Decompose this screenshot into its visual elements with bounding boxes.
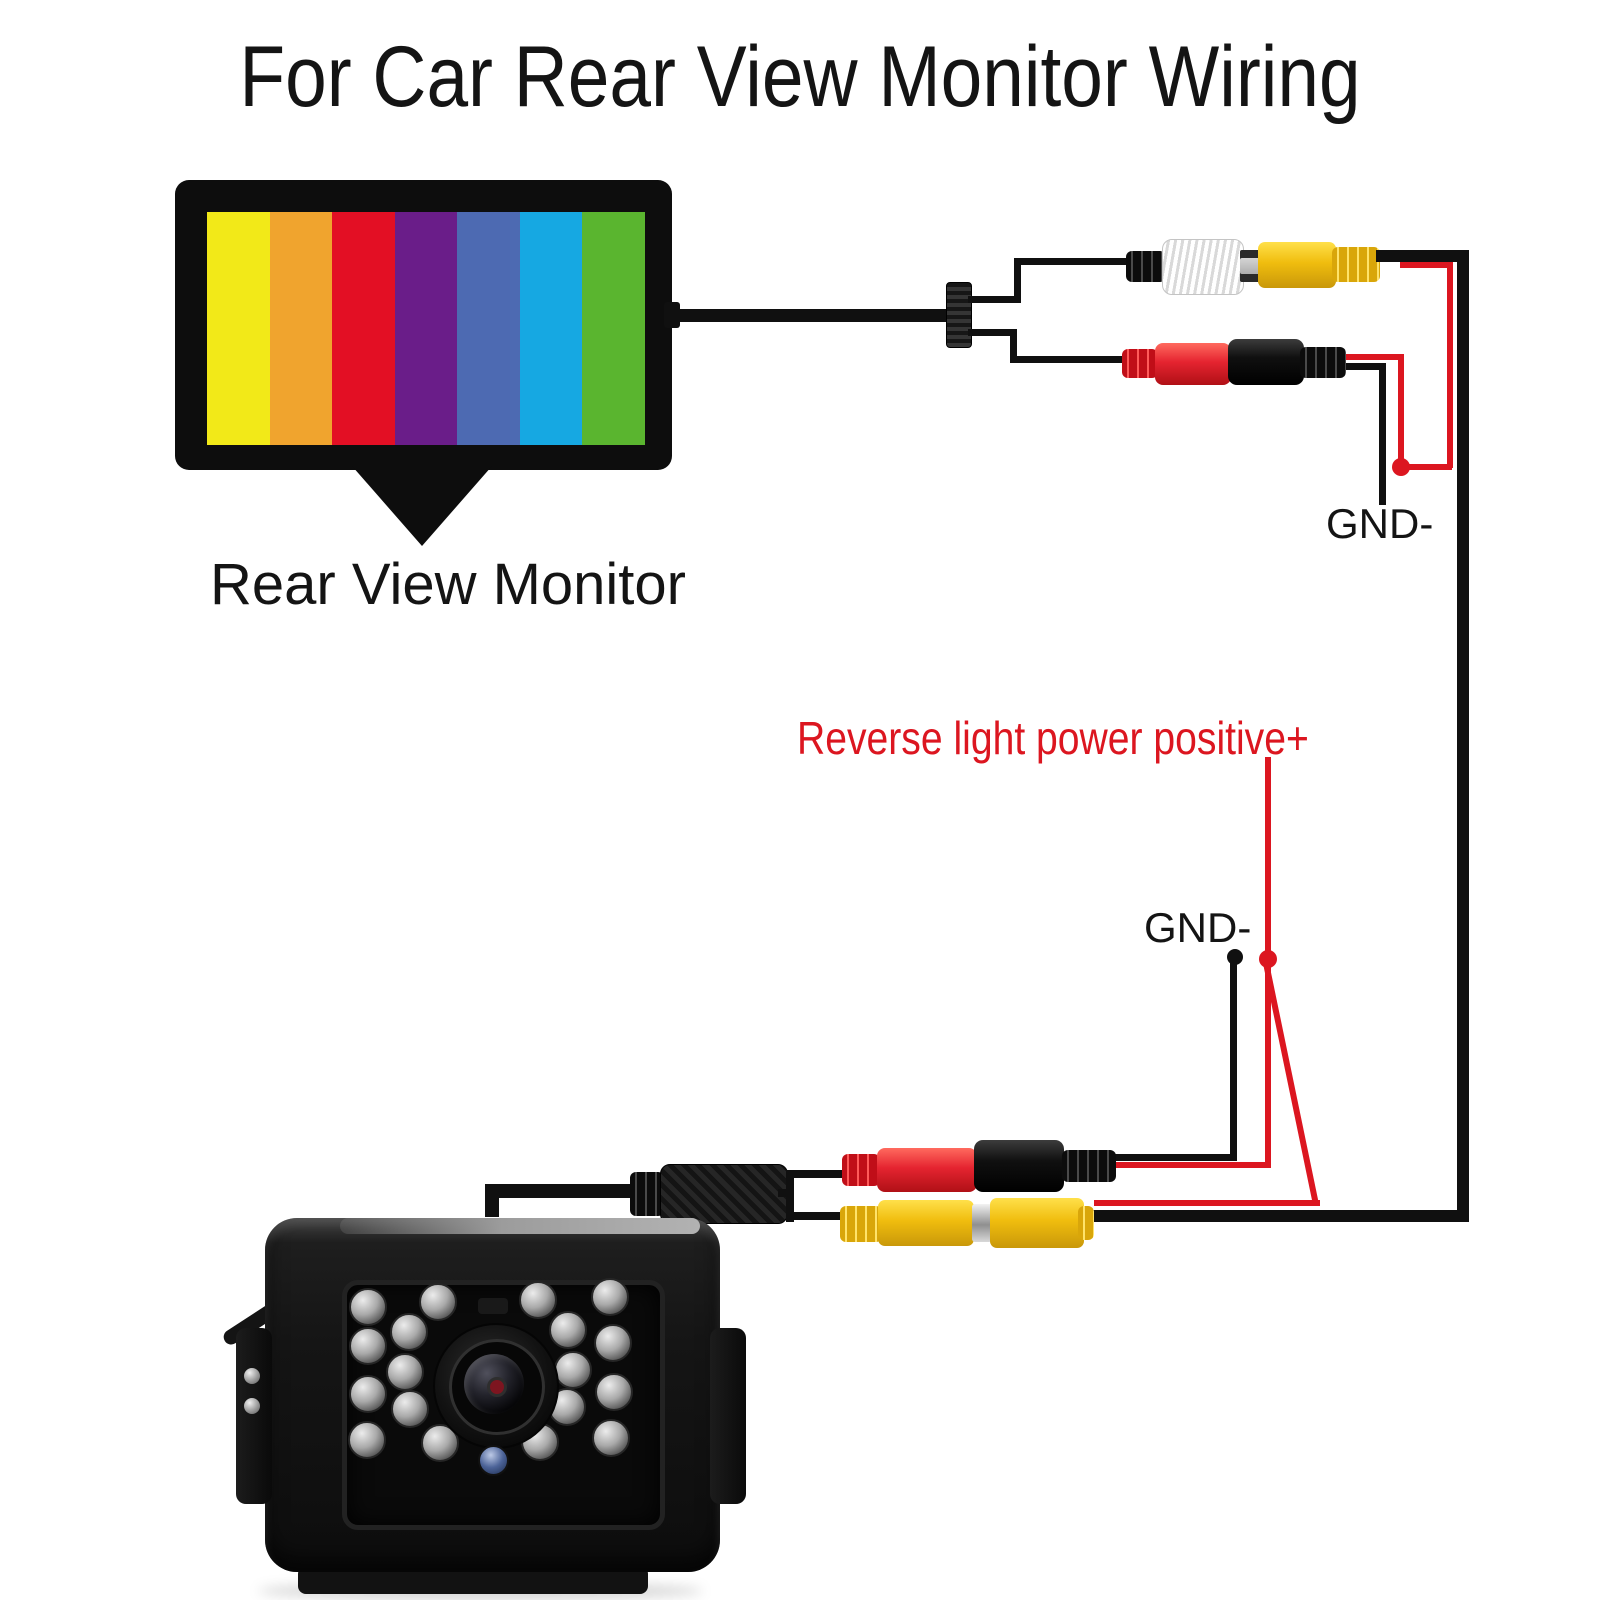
rca-metal-prongs bbox=[1240, 250, 1260, 282]
camera-lens-iris bbox=[487, 1377, 507, 1397]
breakout-bracket bbox=[786, 1170, 794, 1222]
power-lead-wire bbox=[1010, 329, 1017, 362]
ir-led bbox=[348, 1421, 386, 1459]
monitor-pointer-triangle bbox=[352, 466, 492, 546]
ir-led bbox=[391, 1390, 429, 1428]
gnd-label-top: GND- bbox=[1326, 500, 1434, 547]
power-wire-red bbox=[1398, 354, 1404, 466]
aviation-connector-boot bbox=[630, 1172, 664, 1216]
dc-power-plug bbox=[1228, 339, 1304, 385]
power-wire-red bbox=[1400, 262, 1453, 268]
camera-video-trunk-wire bbox=[1088, 1210, 1469, 1222]
reverse-power-label: Reverse light power positive+ bbox=[797, 712, 1309, 764]
ir-led bbox=[549, 1311, 587, 1349]
yellow-coupler-ridge bbox=[1078, 1206, 1094, 1240]
ir-led bbox=[594, 1324, 632, 1362]
ir-led bbox=[591, 1278, 629, 1316]
breakout-bracket bbox=[794, 1170, 846, 1178]
ir-led bbox=[349, 1375, 387, 1413]
reverse-power-wire bbox=[1115, 1162, 1271, 1168]
yellow-rca-boot bbox=[1332, 247, 1380, 282]
aviation-4pin-connector bbox=[660, 1164, 788, 1224]
color-bar bbox=[394, 212, 458, 445]
red-rca-female bbox=[1155, 343, 1231, 385]
ir-led bbox=[390, 1313, 428, 1351]
video-lead-wire bbox=[968, 296, 1021, 303]
color-bar bbox=[332, 212, 395, 445]
yellow-rca-male bbox=[1258, 242, 1336, 288]
reverse-power-wire bbox=[1094, 1200, 1320, 1206]
camera-cable bbox=[492, 1184, 634, 1198]
ir-led bbox=[419, 1283, 457, 1321]
camera-top-highlight bbox=[340, 1218, 700, 1234]
ir-led bbox=[554, 1351, 592, 1389]
color-bar bbox=[519, 212, 583, 445]
color-bar bbox=[207, 212, 270, 445]
dc-power-plug-bottom bbox=[974, 1140, 1064, 1192]
red-rca-female-bottom bbox=[877, 1148, 977, 1192]
camera-bracket-right bbox=[710, 1328, 746, 1504]
rca-coupler-ring bbox=[972, 1204, 992, 1242]
bracket-screw bbox=[244, 1368, 260, 1384]
ir-led bbox=[349, 1327, 387, 1365]
white-rca-female bbox=[1162, 239, 1244, 295]
dc-plug-boot bbox=[1300, 347, 1346, 378]
video-lead-wire bbox=[1014, 260, 1021, 303]
red-junction-dot bbox=[1392, 458, 1410, 476]
monitor-video-cable bbox=[676, 309, 950, 322]
camera-video-trunk-wire bbox=[1457, 250, 1469, 1222]
camera-ground-wire bbox=[1114, 1154, 1237, 1161]
cable-splitter-block bbox=[946, 282, 972, 348]
ir-led bbox=[519, 1281, 557, 1319]
bracket-screw bbox=[244, 1398, 260, 1414]
dc-plug-boot-bottom bbox=[1062, 1150, 1116, 1182]
monitor-screen-colorbars bbox=[207, 212, 645, 445]
ir-led bbox=[421, 1424, 459, 1462]
ground-wire bbox=[1343, 363, 1386, 370]
breakout-bracket bbox=[778, 1189, 790, 1197]
yellow-rca-male-bottom bbox=[878, 1200, 974, 1246]
lens-mount-tab bbox=[478, 1298, 508, 1314]
red-rca-strain-relief bbox=[1122, 349, 1158, 378]
power-lead-wire bbox=[1010, 356, 1127, 363]
color-bar bbox=[269, 212, 333, 445]
monitor-label: Rear View Monitor bbox=[209, 552, 686, 617]
ir-led bbox=[595, 1373, 633, 1411]
power-wire-red bbox=[1343, 354, 1404, 360]
color-bar bbox=[457, 212, 520, 445]
ground-wire bbox=[1379, 363, 1386, 505]
ir-led bbox=[386, 1353, 424, 1391]
camera-ground-wire bbox=[1230, 957, 1237, 1161]
ir-led bbox=[592, 1419, 630, 1457]
camera-bracket-left bbox=[236, 1328, 272, 1504]
light-sensor-led bbox=[478, 1445, 509, 1476]
red-rca-strain-relief-bottom bbox=[842, 1154, 880, 1186]
page-title: For Car Rear View Monitor Wiring bbox=[239, 29, 1361, 125]
gnd-label-mid: GND- bbox=[1144, 904, 1252, 951]
power-lead-wire bbox=[968, 329, 1017, 336]
power-wire-red bbox=[1404, 464, 1452, 470]
breakout-bracket bbox=[794, 1212, 844, 1220]
camera-video-trunk-wire bbox=[1376, 250, 1469, 262]
yellow-rca-boot-bottom bbox=[840, 1206, 882, 1242]
white-rca-strain-relief bbox=[1126, 251, 1166, 282]
power-wire-red bbox=[1447, 262, 1453, 468]
video-lead-wire bbox=[1014, 258, 1130, 265]
color-bar bbox=[582, 212, 645, 445]
ir-led bbox=[349, 1288, 387, 1326]
yellow-rca-coupler bbox=[990, 1198, 1084, 1248]
